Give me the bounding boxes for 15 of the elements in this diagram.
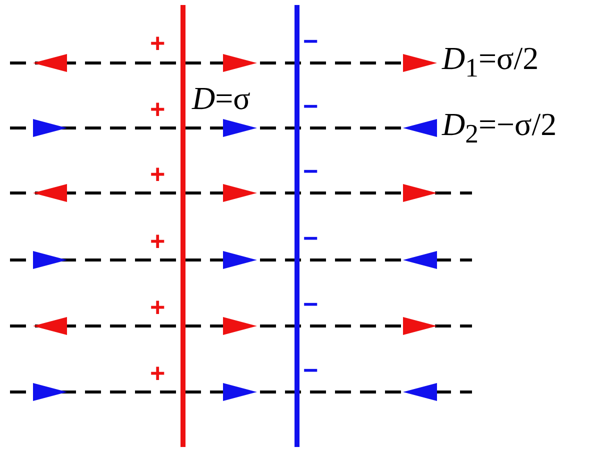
- equation-label: D=σ: [192, 82, 250, 114]
- plus-sign: +: [150, 161, 166, 187]
- minus-sign: −: [303, 158, 318, 184]
- plus-sign: +: [150, 30, 166, 56]
- minus-sign: −: [303, 291, 318, 317]
- minus-sign: −: [303, 28, 318, 54]
- plus-sign: +: [150, 228, 166, 254]
- minus-sign: −: [303, 93, 318, 119]
- equation-label: D$_{2}$=−σ/2: [442, 108, 557, 148]
- minus-sign: −: [303, 225, 318, 251]
- plus-sign: +: [150, 360, 166, 386]
- plus-sign: +: [150, 294, 166, 320]
- equation-label: D$_{1}$=σ/2: [442, 42, 539, 82]
- plus-sign: +: [150, 96, 166, 122]
- minus-sign: −: [303, 357, 318, 383]
